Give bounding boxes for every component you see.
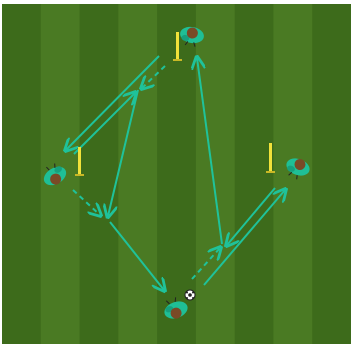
grass-stripe — [196, 4, 235, 344]
grass-stripe — [2, 4, 41, 344]
ball — [185, 290, 195, 300]
grass-stripe — [312, 4, 351, 344]
grass-stripe — [80, 4, 119, 344]
drill-diagram — [2, 4, 351, 344]
grass-stripe — [235, 4, 274, 344]
grass-stripe — [118, 4, 157, 344]
training-pitch — [2, 4, 351, 344]
